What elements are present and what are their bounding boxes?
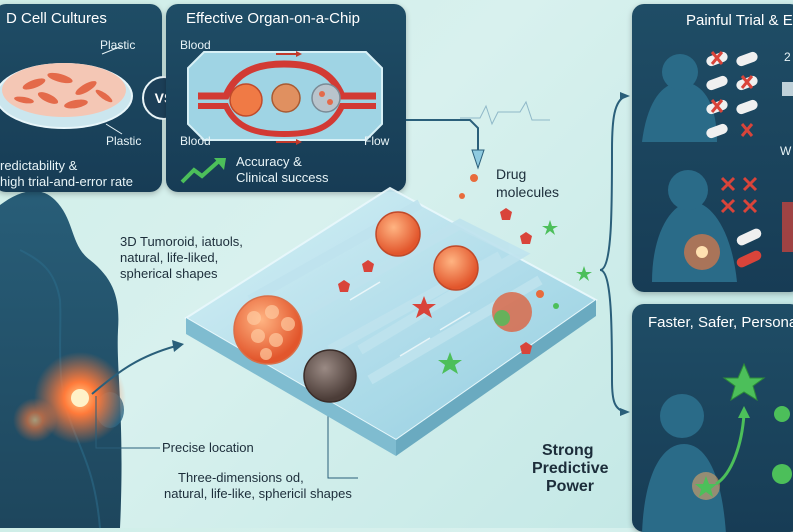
trial-side-label-mid: W <box>780 144 792 158</box>
three-dimensions-line1: Three-dimensions od, <box>178 470 304 485</box>
petri-dish-icon <box>0 45 133 135</box>
trial-side-label-top: 2 <box>784 50 791 64</box>
blood-label-top: Blood <box>180 38 211 52</box>
painful-trial-title: Painful Trial & E <box>686 12 793 29</box>
tumoroid-label-line1: 3D Tumoroid, iatuols, <box>120 234 243 249</box>
blood-label-bottom: Blood <box>180 134 211 148</box>
strong-predictive-line2: Predictive <box>532 460 609 477</box>
painful-trial-panel: Painful Trial & E <box>632 4 793 292</box>
flow-label: Flow <box>364 134 390 148</box>
faster-safer-title: Faster, Safer, Persona <box>648 314 793 331</box>
trend-up-icon <box>180 158 226 184</box>
plastic-label-top: Plastic <box>100 38 136 52</box>
tumoroid-label-line3: spherical shapes <box>120 266 218 281</box>
precise-location-label: Precise location <box>162 440 254 455</box>
trial-illustration <box>642 51 793 282</box>
chip-diagram <box>187 51 383 145</box>
drug-label-line2: molecules <box>496 184 560 200</box>
faster-illustration <box>642 362 792 532</box>
tumoroid-label-line2: natural, life-liked, <box>120 250 219 265</box>
cell-cultures-title: D Cell Cultures <box>6 10 107 27</box>
organ-chip-panel: Effective Organ-on-a-Chip Blood Blood Fl… <box>166 4 406 192</box>
strong-predictive-line3: Power <box>546 478 595 495</box>
strong-predictive-line1: Strong <box>542 442 594 459</box>
plastic-label-bottom: Plastic <box>106 134 142 148</box>
faster-safer-panel: Faster, Safer, Persona <box>632 304 793 532</box>
chip-caption-line2: Clinical success <box>236 170 329 185</box>
drug-label-line1: Drug <box>496 166 527 182</box>
organ-chip-title: Effective Organ-on-a-Chip <box>186 10 360 27</box>
chip-caption-line1: Accuracy & <box>236 154 302 169</box>
cultures-caption-line1: redictability & <box>0 158 78 173</box>
cultures-caption-line2: high trial-and-error rate <box>0 174 133 189</box>
three-dimensions-line2: natural, life-like, sphericil shapes <box>164 486 352 501</box>
cell-cultures-panel: D Cell Cultures Plastic Plastic redictab… <box>0 4 162 192</box>
sparkline-decoration <box>460 100 550 126</box>
